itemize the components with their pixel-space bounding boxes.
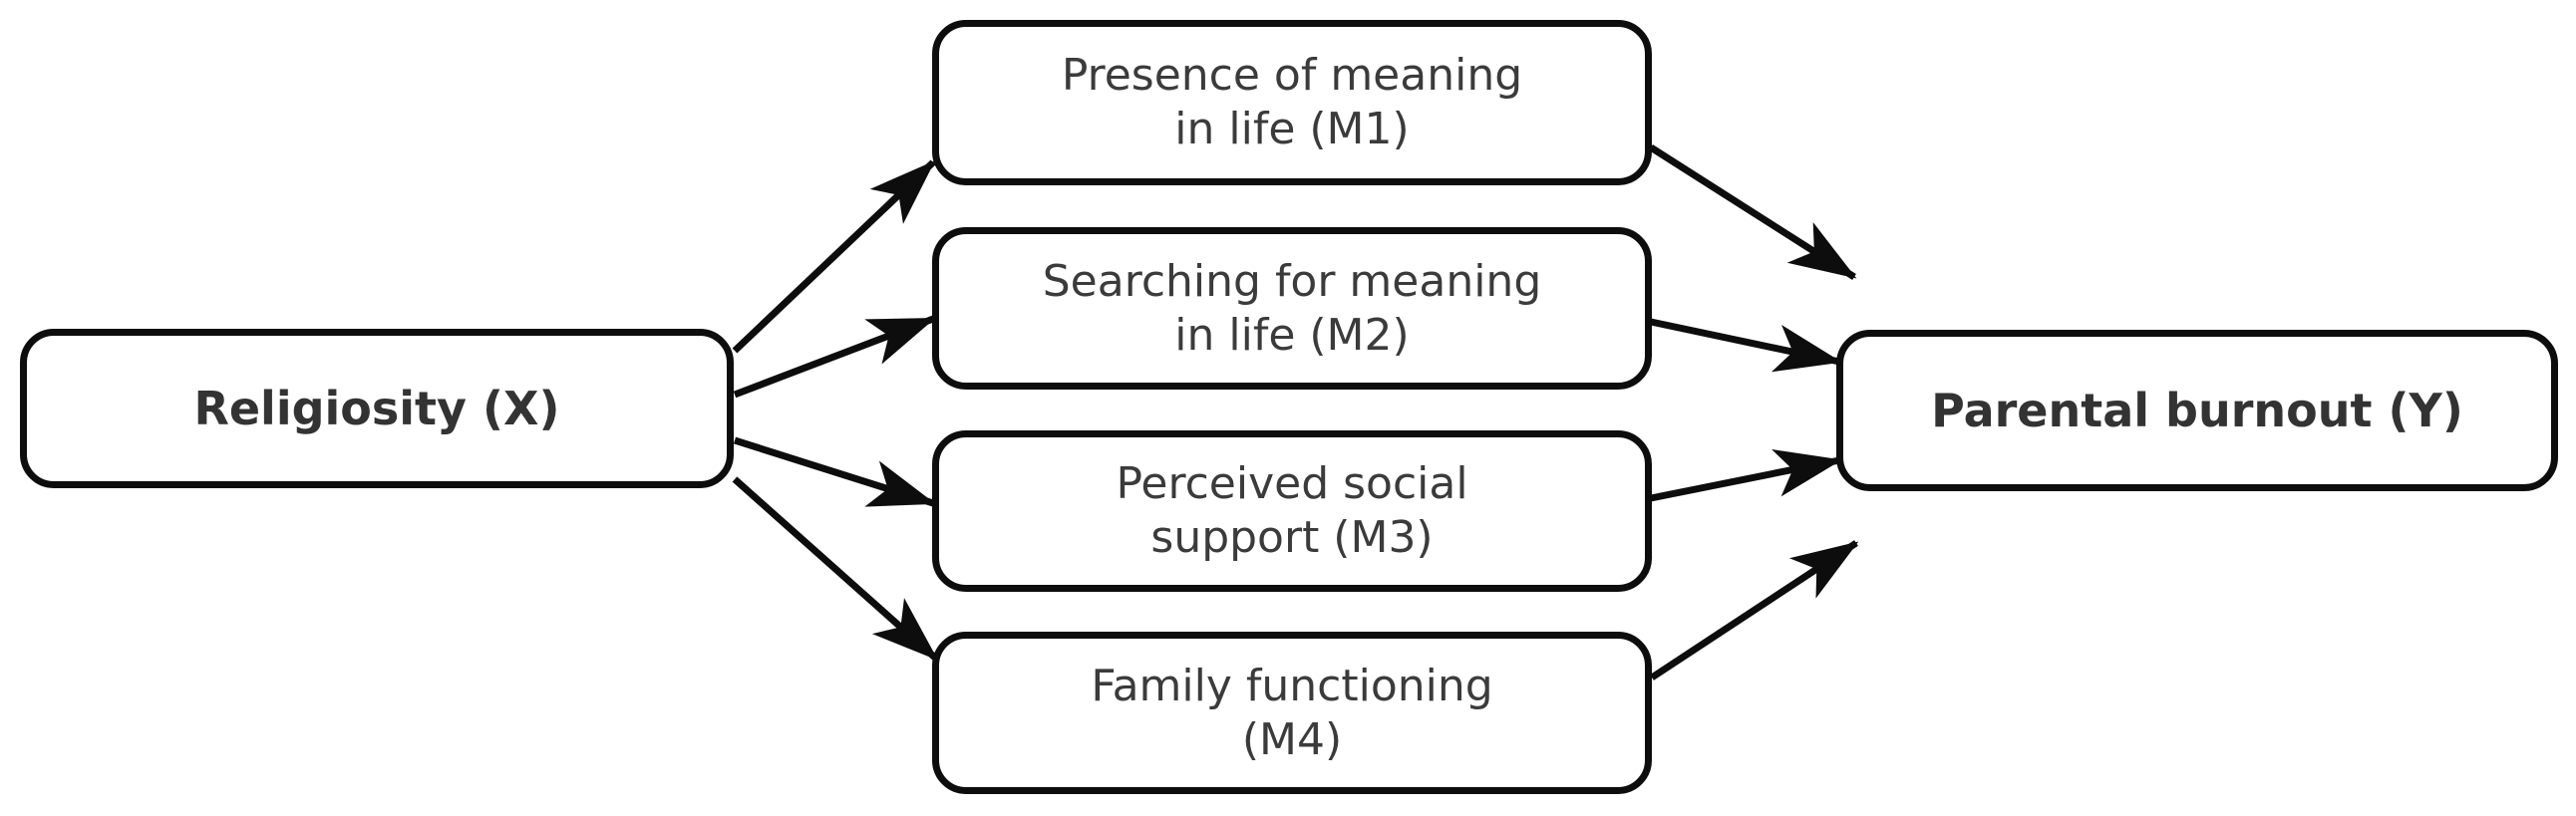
edge-m4-to-y (1650, 540, 1859, 680)
edge-x-to-m3 (733, 436, 936, 507)
edge-x-to-m2 (733, 315, 936, 399)
edge-x-to-m1 (732, 159, 936, 354)
node-religiosity-x[interactable]: Religiosity (X) (20, 329, 734, 488)
edge-m2-to-y (1650, 318, 1842, 373)
node-mediator-m4-label: Family functioning (M4) (1091, 660, 1493, 765)
edge-x-to-m4 (732, 476, 939, 662)
node-mediator-m2[interactable]: Searching for meaning in life (M2) (932, 227, 1652, 390)
node-mediator-m1[interactable]: Presence of meaning in life (M1) (932, 20, 1652, 185)
node-parental-burnout-y[interactable]: Parental burnout (Y) (1836, 330, 2558, 491)
node-mediator-m3[interactable]: Perceived social support (M3) (932, 430, 1652, 592)
edge-m3-to-y (1650, 449, 1842, 502)
node-mediator-m2-label: Searching for meaning in life (M2) (1042, 255, 1542, 361)
node-mediator-m3-label: Perceived social support (M3) (1116, 458, 1468, 563)
node-parental-burnout-y-label: Parental burnout (Y) (1931, 383, 2463, 437)
node-mediator-m1-label: Presence of meaning in life (M1) (1061, 50, 1523, 154)
edge-m1-to-y (1649, 144, 1857, 280)
node-mediator-m4[interactable]: Family functioning (M4) (932, 632, 1652, 794)
node-religiosity-x-label: Religiosity (X) (193, 381, 560, 435)
